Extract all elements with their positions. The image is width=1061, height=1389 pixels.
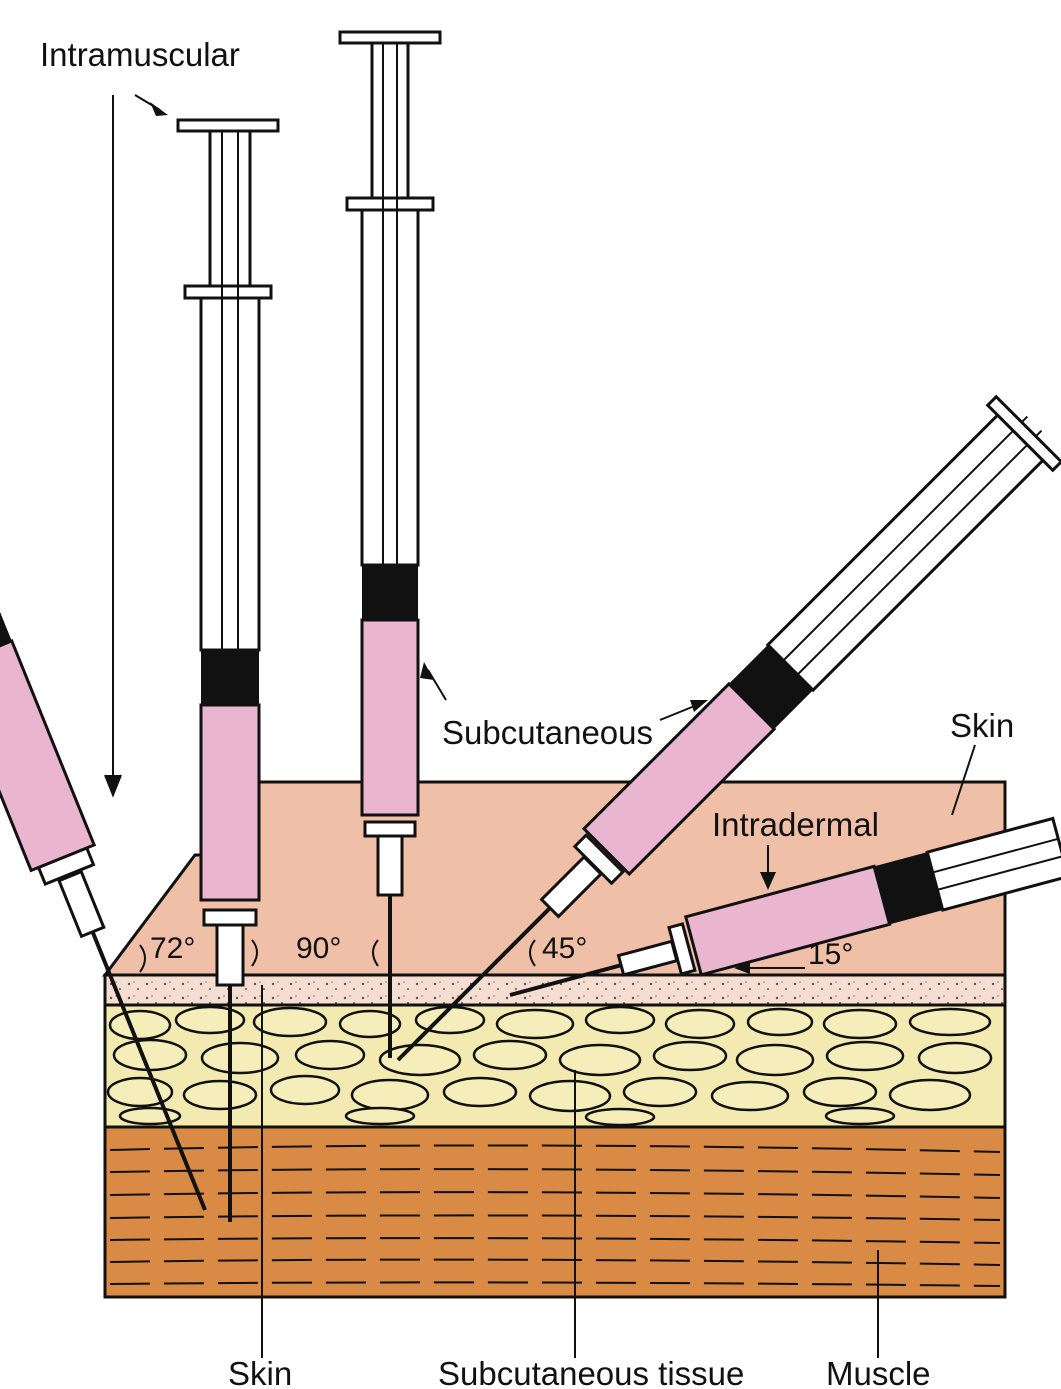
syringe-intramuscular-72 xyxy=(0,603,207,1211)
syringe-subcutaneous-45 xyxy=(396,394,1061,1062)
label-skin-bottom: Skin xyxy=(228,1355,292,1389)
label-angle-90: 90° xyxy=(296,932,341,965)
label-intramuscular: Intramuscular xyxy=(40,36,240,73)
label-muscle: Muscle xyxy=(826,1355,931,1389)
tissue-block xyxy=(102,780,1007,1299)
label-angle-15: 15° xyxy=(808,938,853,971)
label-angle-45: 45° xyxy=(542,932,587,965)
label-subcutaneous: Subcutaneous xyxy=(442,714,653,751)
syringe-intradermal-15 xyxy=(509,816,1061,997)
syringe-intramuscular-vertical xyxy=(176,118,280,1222)
label-angle-72: 72° xyxy=(150,932,195,965)
callouts xyxy=(104,94,976,1358)
epidermis-layer xyxy=(103,973,1007,1007)
label-skin-top: Skin xyxy=(950,707,1014,744)
syringe-subcutaneous-90 xyxy=(338,30,442,1058)
muscle-fibers xyxy=(109,1144,1001,1287)
muscle-layer xyxy=(103,1125,1007,1299)
label-intradermal: Intradermal xyxy=(712,806,879,843)
label-subcutaneous-tissue: Subcutaneous tissue xyxy=(438,1355,744,1389)
